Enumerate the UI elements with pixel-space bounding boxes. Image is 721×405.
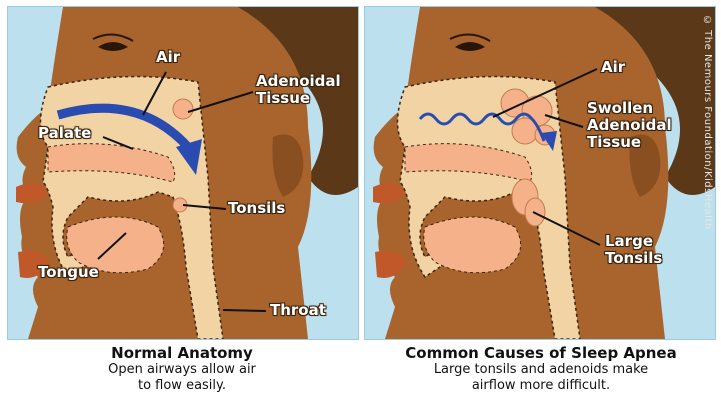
- caption-text: to flow easily.: [0, 378, 364, 394]
- label-throat: Throat: [270, 302, 326, 319]
- caption-title: Normal Anatomy: [0, 344, 364, 362]
- sleep-apnea-illustration: Air Swollen Adenoidal Tissue Large Tonsi…: [364, 6, 716, 340]
- label-air: Air: [156, 49, 180, 66]
- label-tongue: Tongue: [38, 264, 99, 281]
- caption-text: Open airways allow air: [0, 362, 364, 378]
- label-swollen-adenoidal-tissue: Swollen Adenoidal Tissue: [587, 100, 672, 151]
- caption-title: Common Causes of Sleep Apnea: [361, 344, 721, 362]
- adenoidal-tissue: [173, 99, 193, 119]
- label-tonsils: Tonsils: [228, 200, 285, 217]
- label-palate: Palate: [38, 125, 91, 142]
- normal-anatomy-illustration: Air Adenoidal Tissue Palate Tonsils Tong…: [7, 6, 359, 340]
- image-credit: © The Nemours Foundation/KidsHealth: [702, 15, 713, 230]
- label-adenoidal-tissue: Adenoidal Tissue: [256, 73, 341, 107]
- caption-normal-anatomy: Normal Anatomy Open airways allow air to…: [0, 344, 364, 394]
- label-large-tonsils: Large Tonsils: [605, 233, 662, 267]
- normal-anatomy-drawing: [8, 7, 358, 339]
- caption-sleep-apnea: Common Causes of Sleep Apnea Large tonsi…: [361, 344, 721, 394]
- caption-text: Large tonsils and adenoids make: [361, 362, 721, 378]
- caption-text: airflow more difficult.: [361, 378, 721, 394]
- label-air: Air: [601, 59, 625, 76]
- sleep-apnea-drawing: [365, 7, 715, 339]
- leader-throat: [223, 310, 266, 311]
